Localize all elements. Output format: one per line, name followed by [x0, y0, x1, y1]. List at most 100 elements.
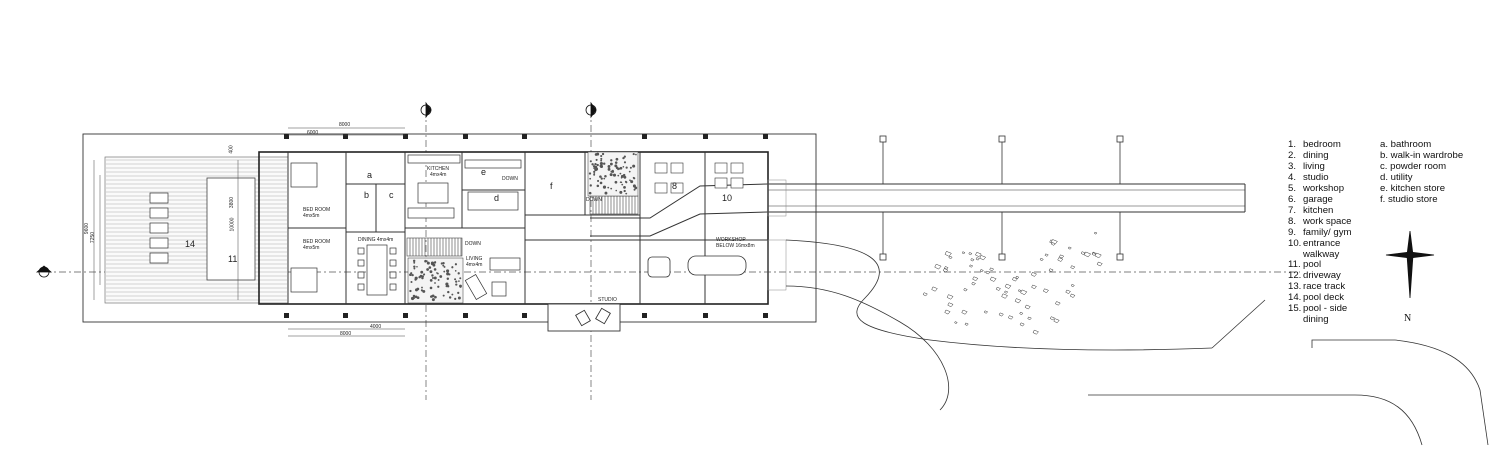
- legend-item-continuation: dining: [1303, 314, 1329, 326]
- legend-item-text: living: [1303, 160, 1325, 172]
- planting-dot: [434, 282, 436, 284]
- legend-item-number: 2.: [1288, 149, 1297, 161]
- planting-dot: [433, 268, 437, 271]
- planting-dot: [426, 260, 428, 262]
- paving-stone: [1042, 288, 1049, 294]
- legend-item-text: entrance: [1303, 237, 1341, 249]
- planting-dot: [610, 187, 613, 190]
- paving-stone: [1070, 284, 1075, 288]
- legend-item-text: driveway: [1303, 270, 1341, 282]
- paving-stone: [1096, 261, 1103, 267]
- planting-dot: [604, 175, 607, 178]
- paving-stone: [961, 309, 968, 315]
- legend-letter-item: a. bathroom: [1380, 139, 1432, 150]
- building-columns: [284, 134, 768, 318]
- planting-dot: [607, 186, 610, 189]
- planting-dot: [410, 280, 413, 284]
- plan-letter-d: d: [494, 193, 500, 203]
- legend-item-number: 13.: [1288, 281, 1302, 293]
- paving-stone: [944, 266, 949, 270]
- paving-stone: [1070, 265, 1076, 270]
- planting-dot: [614, 164, 618, 168]
- planting-dot: [426, 261, 430, 265]
- paving-stone: [1069, 293, 1076, 298]
- studio-bay: [547, 303, 621, 332]
- legend-item: 5.workshop: [1288, 182, 1352, 195]
- paving-stone: [1017, 289, 1022, 293]
- planting-dot: [421, 286, 423, 289]
- planting-dot: [600, 157, 603, 160]
- legend-item-text: family/ gym: [1303, 226, 1352, 238]
- plan-letter-a: a: [367, 170, 373, 180]
- paving-stone: [946, 294, 954, 300]
- room-label-kitchen: KITCHEN: [427, 166, 449, 172]
- planting-dot: [455, 283, 458, 286]
- legend-item-text: pool - side: [1303, 303, 1348, 315]
- planting-dot: [620, 176, 623, 179]
- planting-dot: [414, 295, 418, 299]
- planting-dot: [594, 153, 598, 156]
- planting-dot: [424, 259, 427, 263]
- stair-label-down-3: DOWN: [502, 176, 518, 182]
- planting-dot: [612, 173, 617, 177]
- paving-stone: [1094, 252, 1102, 259]
- planting-dot: [416, 265, 418, 268]
- legend-item-text: work space: [1303, 215, 1352, 227]
- planting-dot: [423, 273, 426, 276]
- room-label-dining: DINING 4mx4m: [358, 237, 394, 243]
- paving-stone: [1049, 316, 1055, 321]
- building-walls: [258, 151, 769, 305]
- paving-stone: [998, 312, 1004, 317]
- planting-dot: [429, 279, 433, 282]
- plan-number-8: 8: [672, 181, 678, 191]
- planting-dot: [609, 173, 613, 177]
- planting-dot: [591, 163, 594, 166]
- paving-stone: [1024, 304, 1031, 310]
- legend-item-text: workshop: [1303, 182, 1345, 194]
- paving-stone: [1083, 251, 1092, 258]
- planting-dot: [457, 291, 460, 295]
- paving-stone: [979, 269, 984, 273]
- pool-deck: [104, 156, 289, 304]
- planting-dot: [459, 277, 462, 280]
- paving-stone: [942, 268, 949, 273]
- planting-dot: [625, 166, 628, 169]
- legend-item-number: 14.: [1288, 292, 1302, 304]
- pool: [206, 177, 256, 281]
- planting-dot: [429, 270, 433, 274]
- planting-dot: [622, 156, 625, 160]
- planting-dot: [621, 183, 624, 186]
- legend-item-number: 4.: [1288, 171, 1297, 183]
- paving-stone: [1012, 277, 1018, 282]
- planting-dot: [619, 190, 623, 194]
- planting-dot: [599, 181, 603, 185]
- paving-stone: [1019, 311, 1024, 315]
- planting-dot: [623, 186, 626, 189]
- plan-letter-e: e: [481, 167, 487, 177]
- legend-item-number: 9.: [1288, 226, 1297, 238]
- planting-dot: [446, 272, 450, 276]
- planting-dot: [436, 272, 438, 274]
- legend-item: 3.living: [1288, 160, 1352, 173]
- paving-stone: [1004, 283, 1012, 289]
- room-label-studio: STUDIO: [598, 297, 617, 303]
- legend-item-text: bedroom: [1303, 139, 1341, 150]
- planting-dot: [589, 184, 592, 187]
- planting-dot: [446, 277, 450, 280]
- planting-dot: [602, 162, 606, 165]
- planting-dot: [413, 296, 416, 299]
- furniture-dining-table: [357, 244, 397, 296]
- planting-dot: [440, 262, 443, 265]
- planting-dot: [632, 184, 636, 188]
- planting-dot: [447, 290, 450, 294]
- legend-item: 14.pool deck: [1288, 292, 1352, 304]
- room-label-bedroom-2: BED ROOM: [303, 239, 331, 245]
- entrance-walkway: [590, 183, 1246, 237]
- planting-dot: [437, 279, 440, 281]
- plan-number-10: 10: [722, 193, 733, 203]
- paving-stone: [1004, 290, 1009, 294]
- sun-loungers: [149, 192, 169, 264]
- paving-stone: [963, 288, 968, 292]
- section-marker-top-left: [420, 101, 432, 119]
